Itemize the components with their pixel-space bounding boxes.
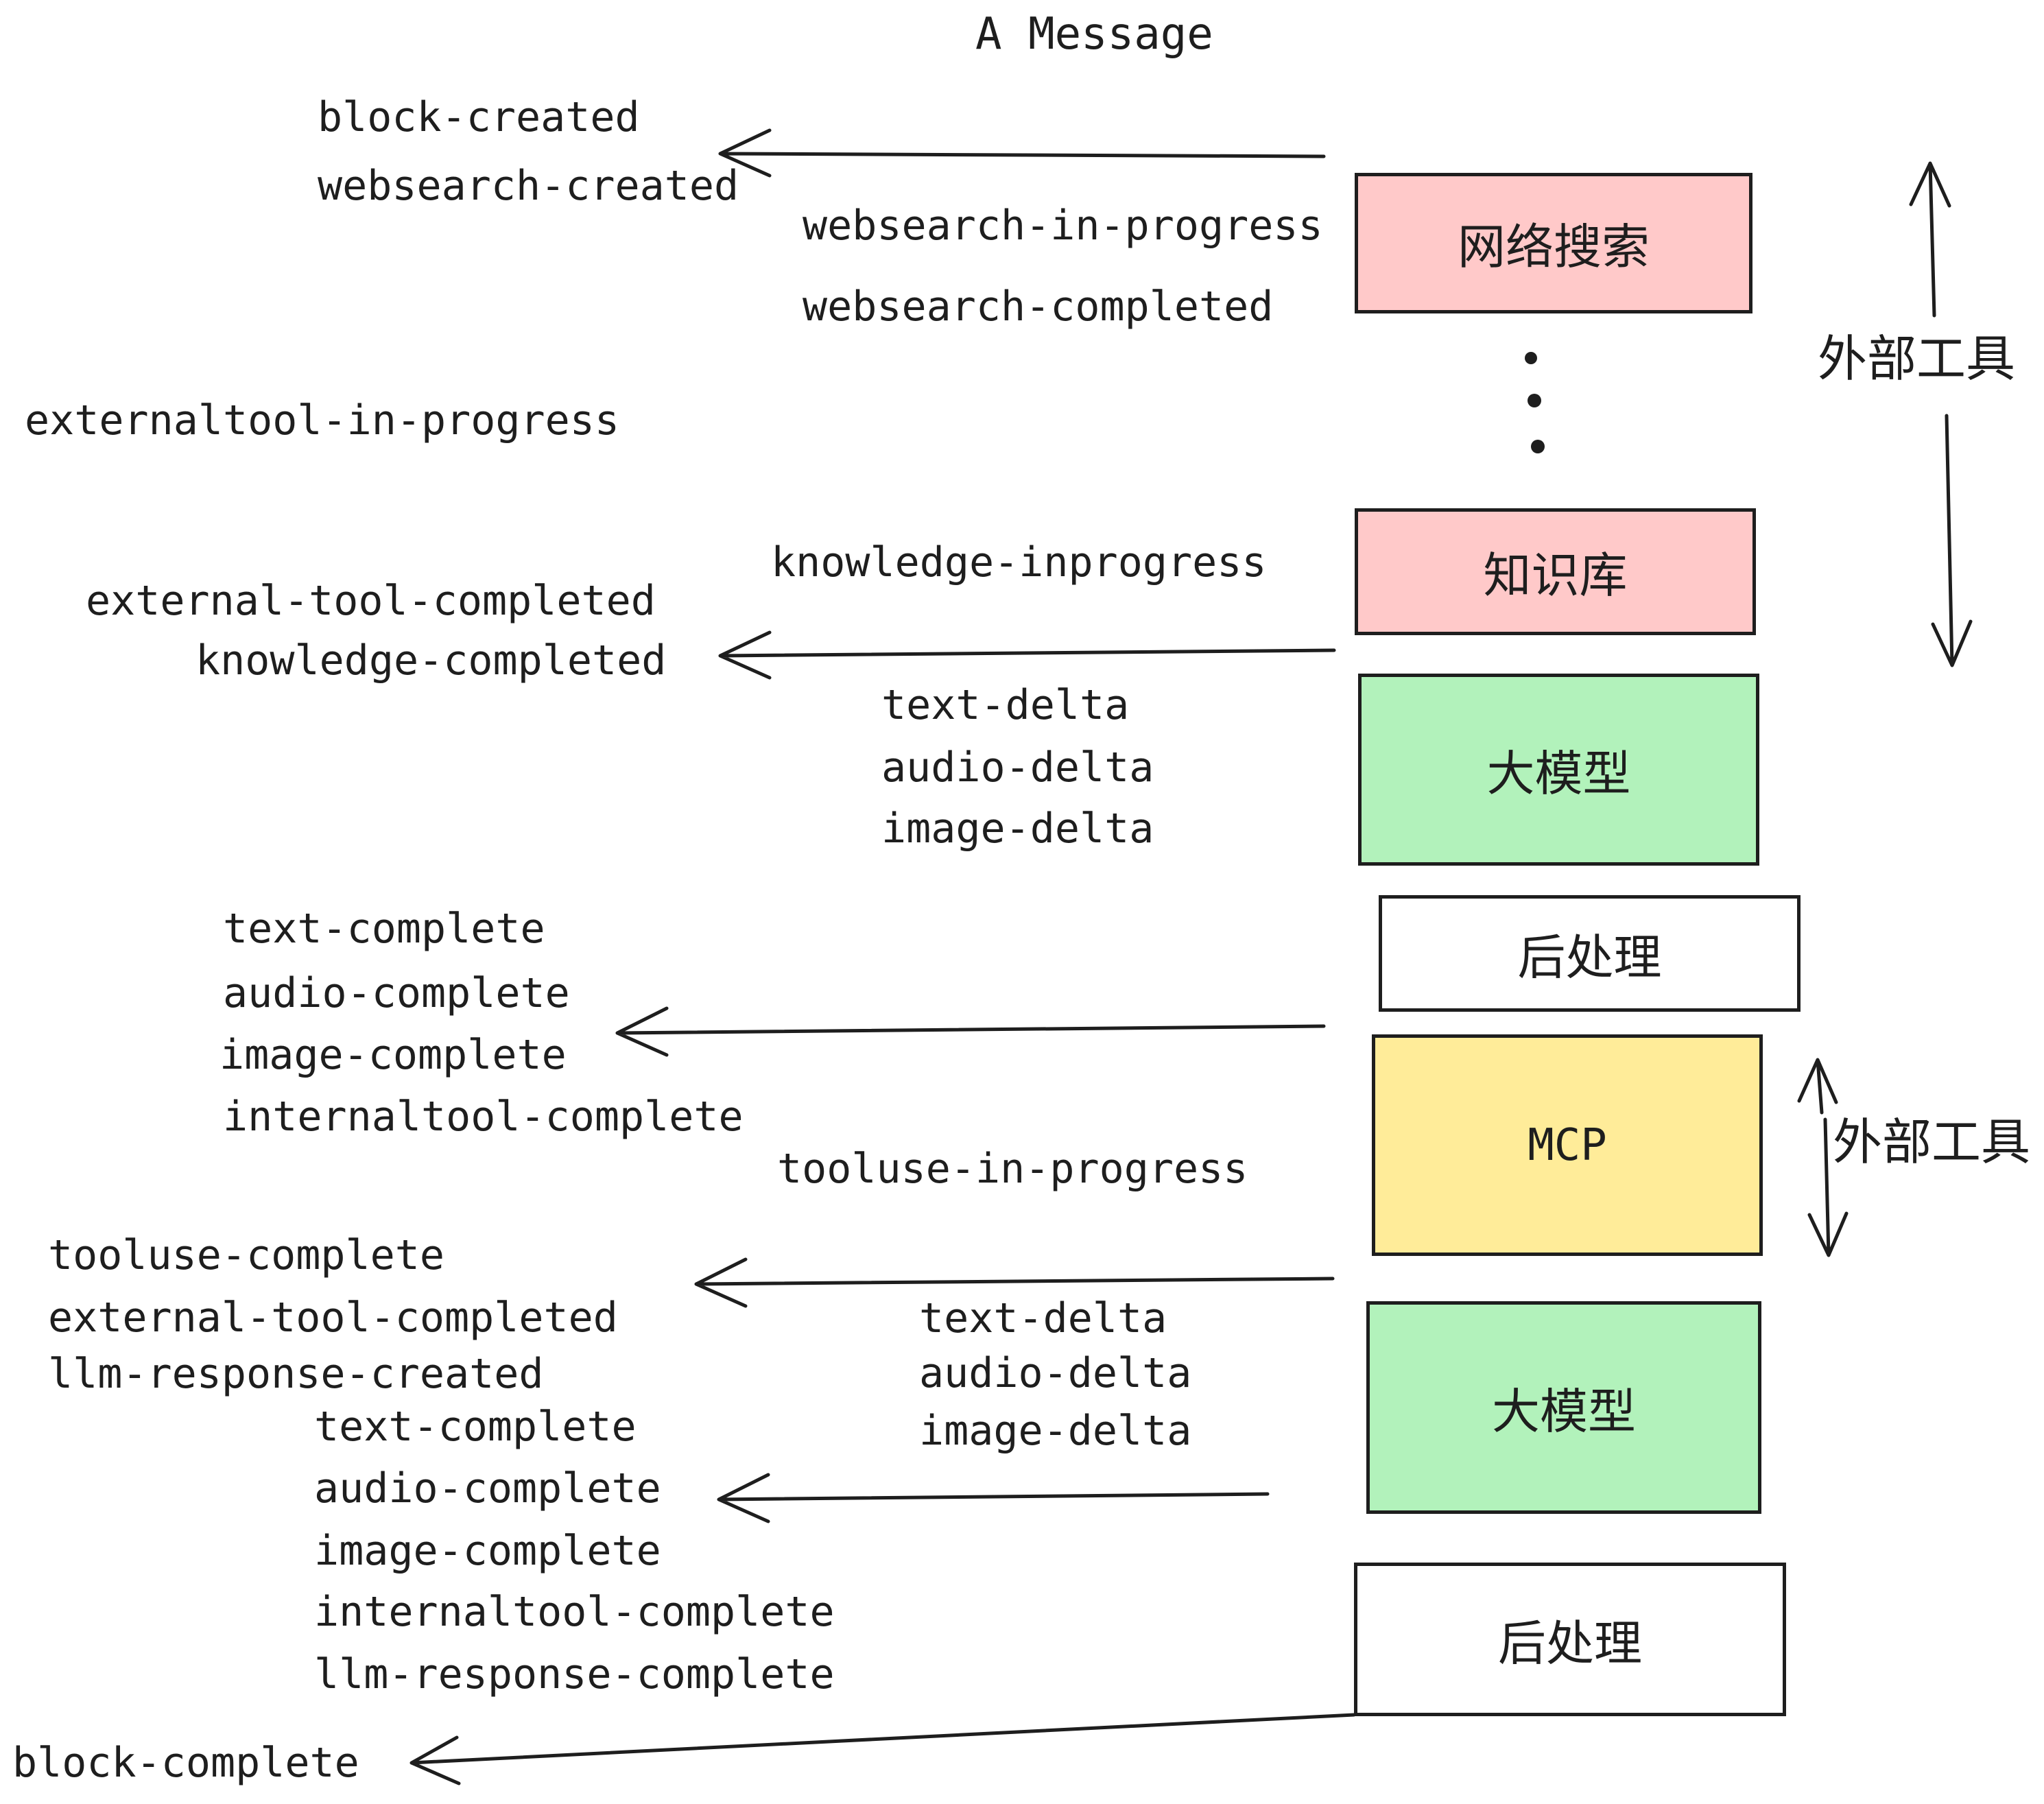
mcp-box-label: MCP xyxy=(1528,1119,1607,1171)
event-websearch-in-progress: websearch-in-progress xyxy=(803,202,1323,250)
arrow-to-block-complete xyxy=(409,1713,1356,1785)
event-tooluse-in-progress: tooluse-in-progress xyxy=(777,1145,1248,1193)
event-image-delta-2: image-delta xyxy=(919,1407,1192,1455)
event-websearch-created: websearch-created xyxy=(318,162,739,210)
mcp-box: MCP xyxy=(1372,1034,1763,1256)
event-audio-complete-1: audio-complete xyxy=(223,969,570,1017)
event-image-complete-2: image-complete xyxy=(314,1527,661,1575)
event-externaltool-in-progress: externaltool-in-progress xyxy=(25,396,619,444)
event-llm-response-complete: llm-response-complete xyxy=(314,1650,835,1698)
event-internaltool-complete-2: internaltool-complete xyxy=(314,1588,835,1636)
llm-box-1-label: 大模型 xyxy=(1486,746,1631,800)
postprocess-box-2-label: 后处理 xyxy=(1498,1616,1642,1670)
postprocess-box-2: 后处理 xyxy=(1354,1563,1786,1716)
event-text-delta-2: text-delta xyxy=(919,1294,1167,1342)
event-image-complete-1: image-complete xyxy=(219,1031,567,1079)
knowledge-box-label: 知识库 xyxy=(1483,549,1628,602)
event-knowledge-inprogress: knowledge-inprogress xyxy=(771,538,1267,586)
external-tools-label-2: 外部工具 xyxy=(1833,1115,2031,1170)
event-llm-response-created: llm-response-created xyxy=(48,1350,544,1398)
arrow-to-knowledge-completed xyxy=(718,630,1336,680)
event-audio-delta-2: audio-delta xyxy=(919,1349,1192,1397)
event-image-delta-1: image-delta xyxy=(881,805,1154,853)
llm-box-2-label: 大模型 xyxy=(1492,1384,1636,1438)
event-block-complete: block-complete xyxy=(12,1739,359,1787)
postprocess-box-1-label: 后处理 xyxy=(1517,930,1662,984)
external-tools-down-arrow xyxy=(1931,414,1973,667)
websearch-box: 网络搜索 xyxy=(1355,173,1752,313)
mcp-down-arrow xyxy=(1807,1117,1849,1257)
event-tooluse-complete: tooluse-complete xyxy=(48,1231,444,1279)
ellipsis-dots xyxy=(1525,352,1545,453)
event-audio-delta-1: audio-delta xyxy=(881,744,1154,792)
arrow-to-block-created xyxy=(718,128,1326,178)
external-tools-label-1: 外部工具 xyxy=(1818,332,2016,387)
mcp-up-arrow xyxy=(1797,1058,1838,1115)
llm-box-1: 大模型 xyxy=(1358,674,1759,866)
event-block-created: block-created xyxy=(318,93,640,141)
event-knowledge-completed: knowledge-completed xyxy=(195,637,667,685)
event-text-delta-1: text-delta xyxy=(881,681,1130,729)
diagram-title: A Message xyxy=(975,9,1213,60)
event-internaltool-complete-1: internaltool-complete xyxy=(223,1093,744,1141)
event-external-tool-completed-1: external-tool-completed xyxy=(86,577,656,625)
event-websearch-completed: websearch-completed xyxy=(803,283,1274,331)
event-external-tool-completed-2: external-tool-completed xyxy=(48,1294,618,1342)
knowledge-box: 知识库 xyxy=(1355,508,1756,635)
event-text-complete-2: text-complete xyxy=(314,1403,637,1451)
event-audio-complete-2: audio-complete xyxy=(314,1464,661,1512)
llm-box-2: 大模型 xyxy=(1366,1301,1761,1514)
external-tools-up-arrow xyxy=(1909,161,1951,318)
arrow-to-image-complete xyxy=(615,1006,1326,1057)
arrow-to-audio-complete xyxy=(717,1473,1270,1523)
websearch-box-label: 网络搜索 xyxy=(1458,220,1650,274)
event-text-complete-1: text-complete xyxy=(223,905,545,953)
arrow-to-tooluse-complete xyxy=(694,1257,1335,1308)
postprocess-box-1: 后处理 xyxy=(1379,895,1801,1012)
